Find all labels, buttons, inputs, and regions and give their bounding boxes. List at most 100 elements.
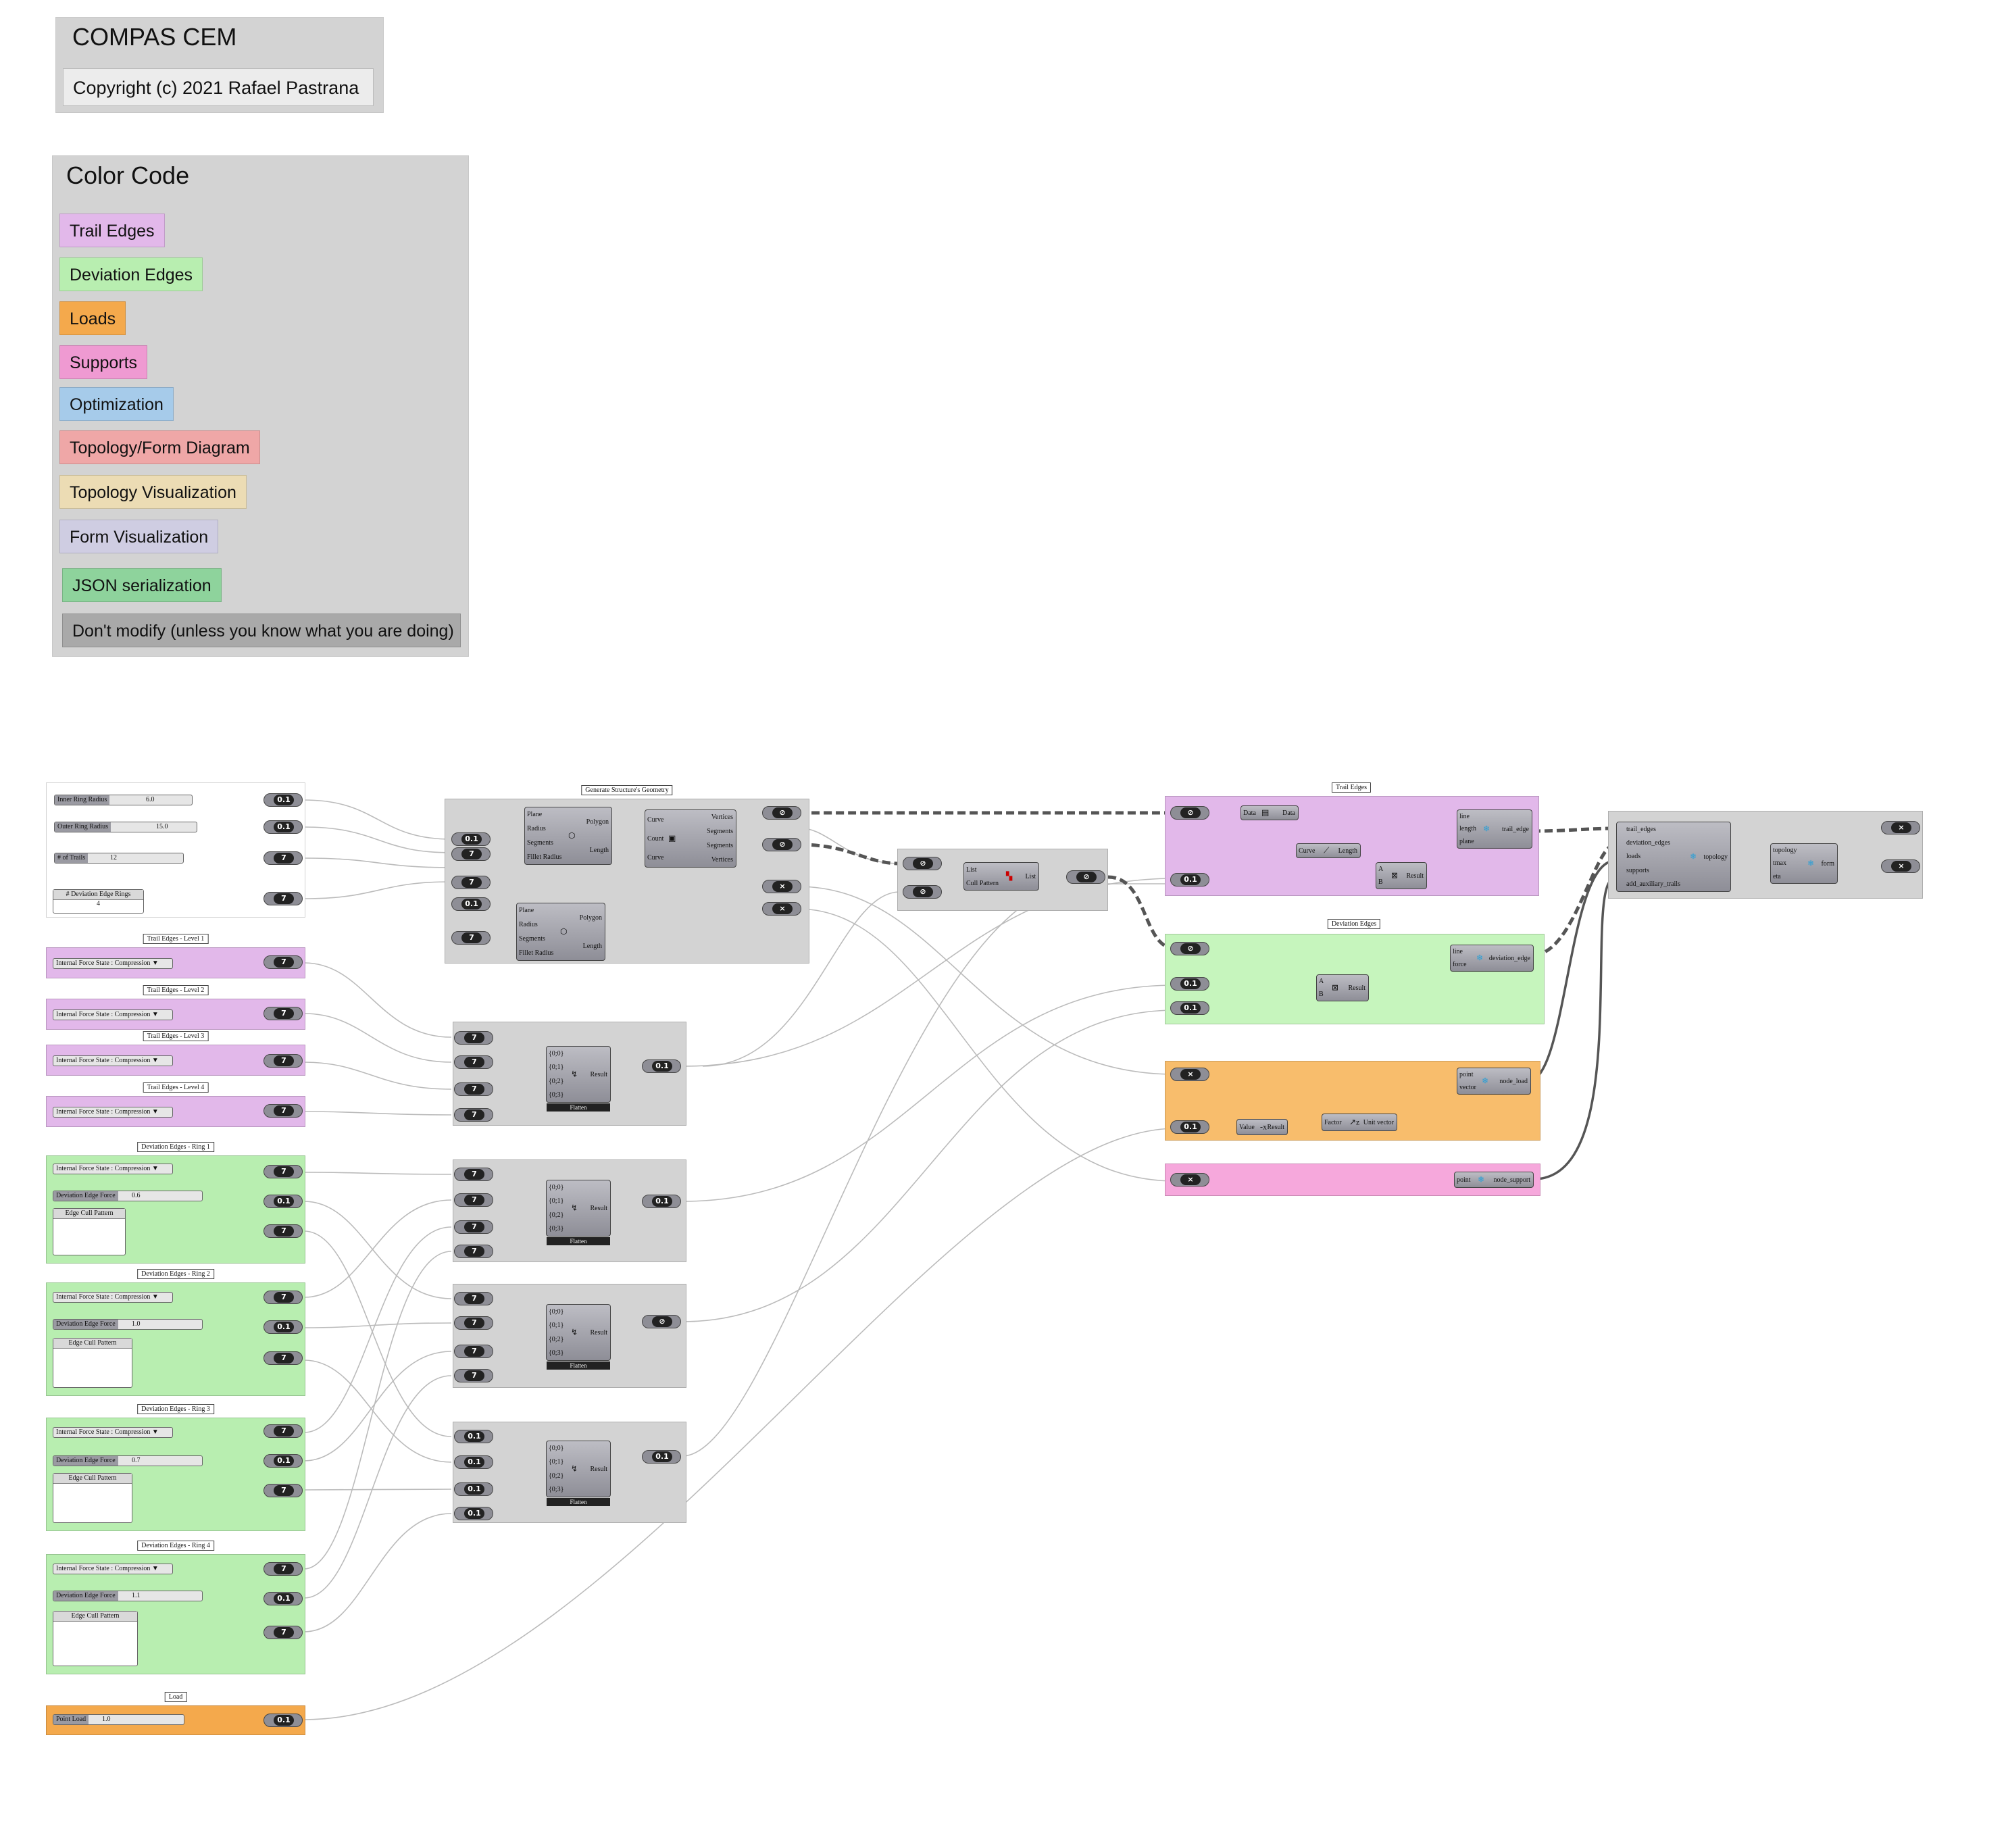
dev-ring-1-state[interactable]: Internal Force State : Compression ▼ xyxy=(53,1164,173,1174)
param-ring2-state[interactable]: 7 xyxy=(264,1291,303,1304)
param-geo-b[interactable]: 7 xyxy=(451,847,491,861)
entwine-component-3[interactable]: {0;0}{0;1}{0;2}{0;3} ↯ Result Flatten xyxy=(546,1304,611,1370)
param-e3-out[interactable]: ⊘ xyxy=(642,1315,681,1328)
param-geo-c[interactable]: 7 xyxy=(451,876,491,889)
param-e1-1[interactable]: 7 xyxy=(454,1031,493,1045)
param-e3-2[interactable]: 7 xyxy=(454,1316,493,1330)
param-ring1-state[interactable]: 7 xyxy=(264,1165,303,1178)
param-ring1-pattern[interactable]: 7 xyxy=(264,1224,303,1238)
param-ring2-force[interactable]: 0.1 xyxy=(264,1320,303,1334)
dev-ring-3-force[interactable]: Deviation Edge Force 0.7 xyxy=(53,1455,203,1466)
param-ring4-state[interactable]: 7 xyxy=(264,1562,303,1576)
dev-rings-panel[interactable]: # Deviation Edge Rings 4 xyxy=(53,889,144,914)
param-e2-1[interactable]: 7 xyxy=(454,1168,493,1181)
param-geo-out-4[interactable]: × xyxy=(762,902,801,916)
param-dev-b[interactable]: 0.1 xyxy=(1170,1001,1209,1015)
param-geo-out-1[interactable]: ⊘ xyxy=(762,806,801,820)
param-e1-out[interactable]: 0.1 xyxy=(642,1059,681,1073)
param-geo-a[interactable]: 0.1 xyxy=(451,832,491,846)
length-component[interactable]: Curve ⟋ Length xyxy=(1296,843,1361,858)
param-e3-4[interactable]: 7 xyxy=(454,1369,493,1382)
param-outer-radius[interactable]: 0.1 xyxy=(264,820,303,834)
dev-ring-2-state[interactable]: Internal Force State : Compression ▼ xyxy=(53,1292,173,1303)
param-ring1-force[interactable]: 0.1 xyxy=(264,1195,303,1208)
param-vis-1[interactable]: × xyxy=(1881,821,1920,834)
param-e4-4[interactable]: 0.1 xyxy=(454,1507,493,1520)
param-ring3-pattern[interactable]: 7 xyxy=(264,1484,303,1497)
param-e2-3[interactable]: 7 xyxy=(454,1220,493,1234)
param-dev-line[interactable]: ⊘ xyxy=(1170,942,1209,955)
unit-z-component[interactable]: Factor ↗z Unit vector xyxy=(1322,1114,1397,1131)
param-e4-3[interactable]: 0.1 xyxy=(454,1482,493,1496)
param-geo-out-3[interactable]: × xyxy=(762,880,801,893)
negative-component[interactable]: Value -x Result xyxy=(1236,1119,1288,1135)
trail-level-1-state[interactable]: Internal Force State : Compression ▼ xyxy=(53,958,173,969)
param-trails[interactable]: 7 xyxy=(264,851,303,865)
param-trail-3[interactable]: 7 xyxy=(264,1054,303,1068)
param-e3-3[interactable]: 7 xyxy=(454,1345,493,1358)
param-geo-d[interactable]: 0.1 xyxy=(451,897,491,911)
param-e4-2[interactable]: 0.1 xyxy=(454,1455,493,1469)
inner-ring-slider[interactable]: Inner Ring Radius 6.0 xyxy=(54,795,193,805)
param-e1-3[interactable]: 7 xyxy=(454,1082,493,1096)
param-e1-4[interactable]: 7 xyxy=(454,1108,493,1122)
dev-ring-4-pattern[interactable]: Edge Cull Pattern xyxy=(53,1611,138,1666)
entwine-component-1[interactable]: {0;0}{0;1}{0;2}{0;3} ↯ Result Flatten xyxy=(546,1046,611,1112)
param-e2-2[interactable]: 7 xyxy=(454,1193,493,1207)
param-dev-a[interactable]: 0.1 xyxy=(1170,977,1209,991)
param-trail-factor[interactable]: 0.1 xyxy=(1170,873,1209,886)
dev-ring-2-pattern[interactable]: Edge Cull Pattern xyxy=(53,1338,132,1388)
param-trail-1[interactable]: 7 xyxy=(264,955,303,969)
dev-ring-1-pattern[interactable]: Edge Cull Pattern xyxy=(53,1208,126,1255)
param-load-value[interactable]: 0.1 xyxy=(1170,1120,1209,1134)
param-cull-1[interactable]: ⊘ xyxy=(903,857,942,870)
param-trail-line[interactable]: ⊘ xyxy=(1170,806,1209,820)
param-ring3-force[interactable]: 0.1 xyxy=(264,1454,303,1468)
param-trail-4[interactable]: 7 xyxy=(264,1104,303,1118)
param-point-load[interactable]: 0.1 xyxy=(264,1714,303,1727)
param-e4-out[interactable]: 0.1 xyxy=(642,1450,681,1464)
param-vis-2[interactable]: × xyxy=(1881,859,1920,873)
param-geo-e[interactable]: 7 xyxy=(451,931,491,945)
data-component[interactable]: Data ▤ Data xyxy=(1240,805,1299,820)
param-geo-out-2[interactable]: ⊘ xyxy=(762,838,801,851)
param-cull-out[interactable]: ⊘ xyxy=(1066,870,1105,884)
param-ring4-pattern[interactable]: 7 xyxy=(264,1626,303,1639)
param-ring2-pattern[interactable]: 7 xyxy=(264,1351,303,1365)
dev-ring-4-force[interactable]: Deviation Edge Force 1.1 xyxy=(53,1591,203,1601)
node-support-component[interactable]: point ❄ node_support xyxy=(1454,1172,1534,1188)
dev-ring-1-force[interactable]: Deviation Edge Force 0.6 xyxy=(53,1191,203,1201)
param-inner-radius[interactable]: 0.1 xyxy=(264,793,303,807)
param-e3-1[interactable]: 7 xyxy=(454,1292,493,1305)
param-trail-2[interactable]: 7 xyxy=(264,1007,303,1020)
dev-ring-3-state[interactable]: Internal Force State : Compression ▼ xyxy=(53,1427,173,1438)
trail-level-3-state[interactable]: Internal Force State : Compression ▼ xyxy=(53,1055,173,1066)
dev-ring-2-force[interactable]: Deviation Edge Force 1.0 xyxy=(53,1319,203,1330)
entwine-component-4[interactable]: {0;0}{0;1}{0;2}{0;3} ↯ Result Flatten xyxy=(546,1441,611,1506)
param-ring4-force[interactable]: 0.1 xyxy=(264,1592,303,1605)
entwine-component-2[interactable]: {0;0}{0;1}{0;2}{0;3} ↯ Result Flatten xyxy=(546,1180,611,1245)
trail-level-2-state[interactable]: Internal Force State : Compression ▼ xyxy=(53,1009,173,1020)
param-dev-rings[interactable]: 7 xyxy=(264,892,303,905)
trail-level-4-state[interactable]: Internal Force State : Compression ▼ xyxy=(53,1107,173,1118)
param-ring3-state[interactable]: 7 xyxy=(264,1424,303,1438)
point-load-slider[interactable]: Point Load 1.0 xyxy=(53,1714,184,1725)
param-load-point[interactable]: × xyxy=(1170,1068,1209,1081)
dev-ring-4-state[interactable]: Internal Force State : Compression ▼ xyxy=(53,1564,173,1574)
trails-slider[interactable]: # of Trails 12 xyxy=(54,853,184,864)
param-cull-2[interactable]: ⊘ xyxy=(903,885,942,899)
param-e1-2[interactable]: 7 xyxy=(454,1055,493,1069)
dev-ring-3-pattern[interactable]: Edge Cull Pattern xyxy=(53,1473,132,1523)
param-e2-4[interactable]: 7 xyxy=(454,1245,493,1258)
